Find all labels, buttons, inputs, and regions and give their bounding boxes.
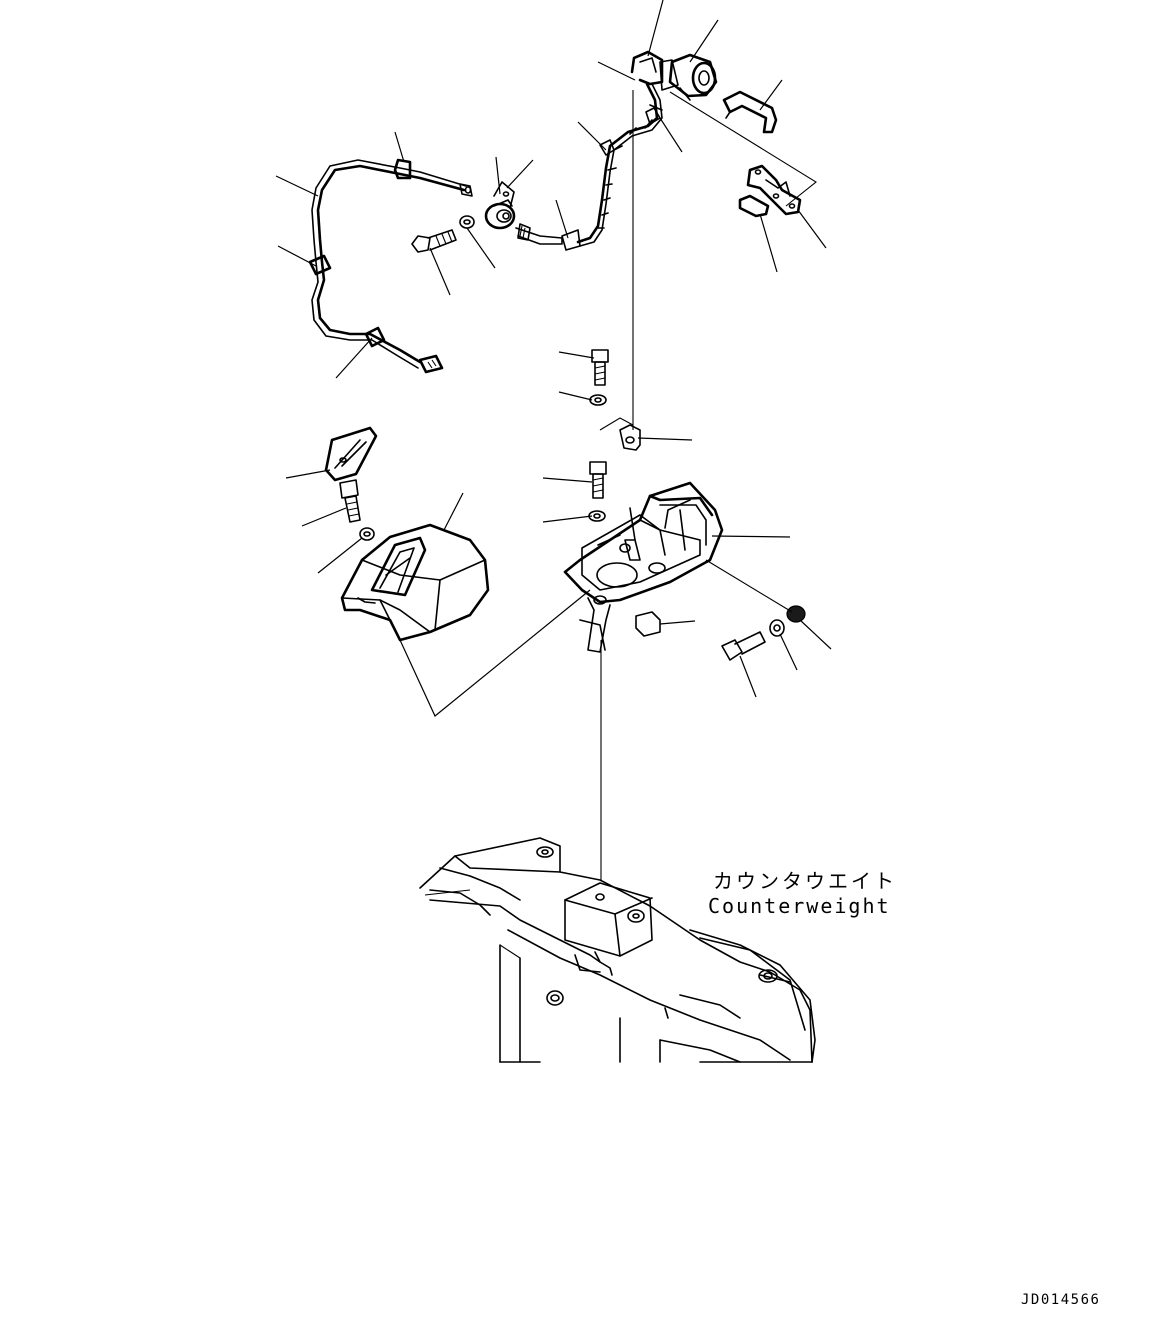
camera-cable (515, 82, 663, 251)
counterweight-label-ja: カウンタウエイト (713, 869, 897, 893)
counterweight (419, 837, 816, 1063)
rubber-block (738, 194, 770, 218)
camera-bracket (563, 481, 724, 653)
figure-id: JD014566 (1021, 1292, 1100, 1308)
camera-visor (722, 90, 778, 134)
clip-bracket (599, 417, 641, 451)
camera-unit (659, 53, 718, 101)
rubber-strip (324, 426, 378, 482)
bolt-left (339, 479, 361, 523)
camera-plate (746, 164, 802, 216)
washer-left (359, 527, 375, 541)
plug-cap (786, 605, 806, 623)
counterweight-label-en: Counterweight (708, 894, 891, 918)
bolt-upper (591, 349, 609, 386)
leader-lines (275, 0, 832, 717)
camera-clamp (630, 50, 664, 86)
camera-cover (340, 523, 490, 642)
bolt-right (721, 631, 766, 661)
bolt-middle (589, 461, 607, 499)
bolt-connector (411, 229, 457, 253)
washer-right (769, 619, 785, 637)
rubber-pad (635, 611, 661, 637)
washer-upper (589, 394, 607, 406)
alignment-line (600, 90, 634, 880)
wire-harness (308, 158, 473, 374)
washer-connector (459, 215, 475, 229)
